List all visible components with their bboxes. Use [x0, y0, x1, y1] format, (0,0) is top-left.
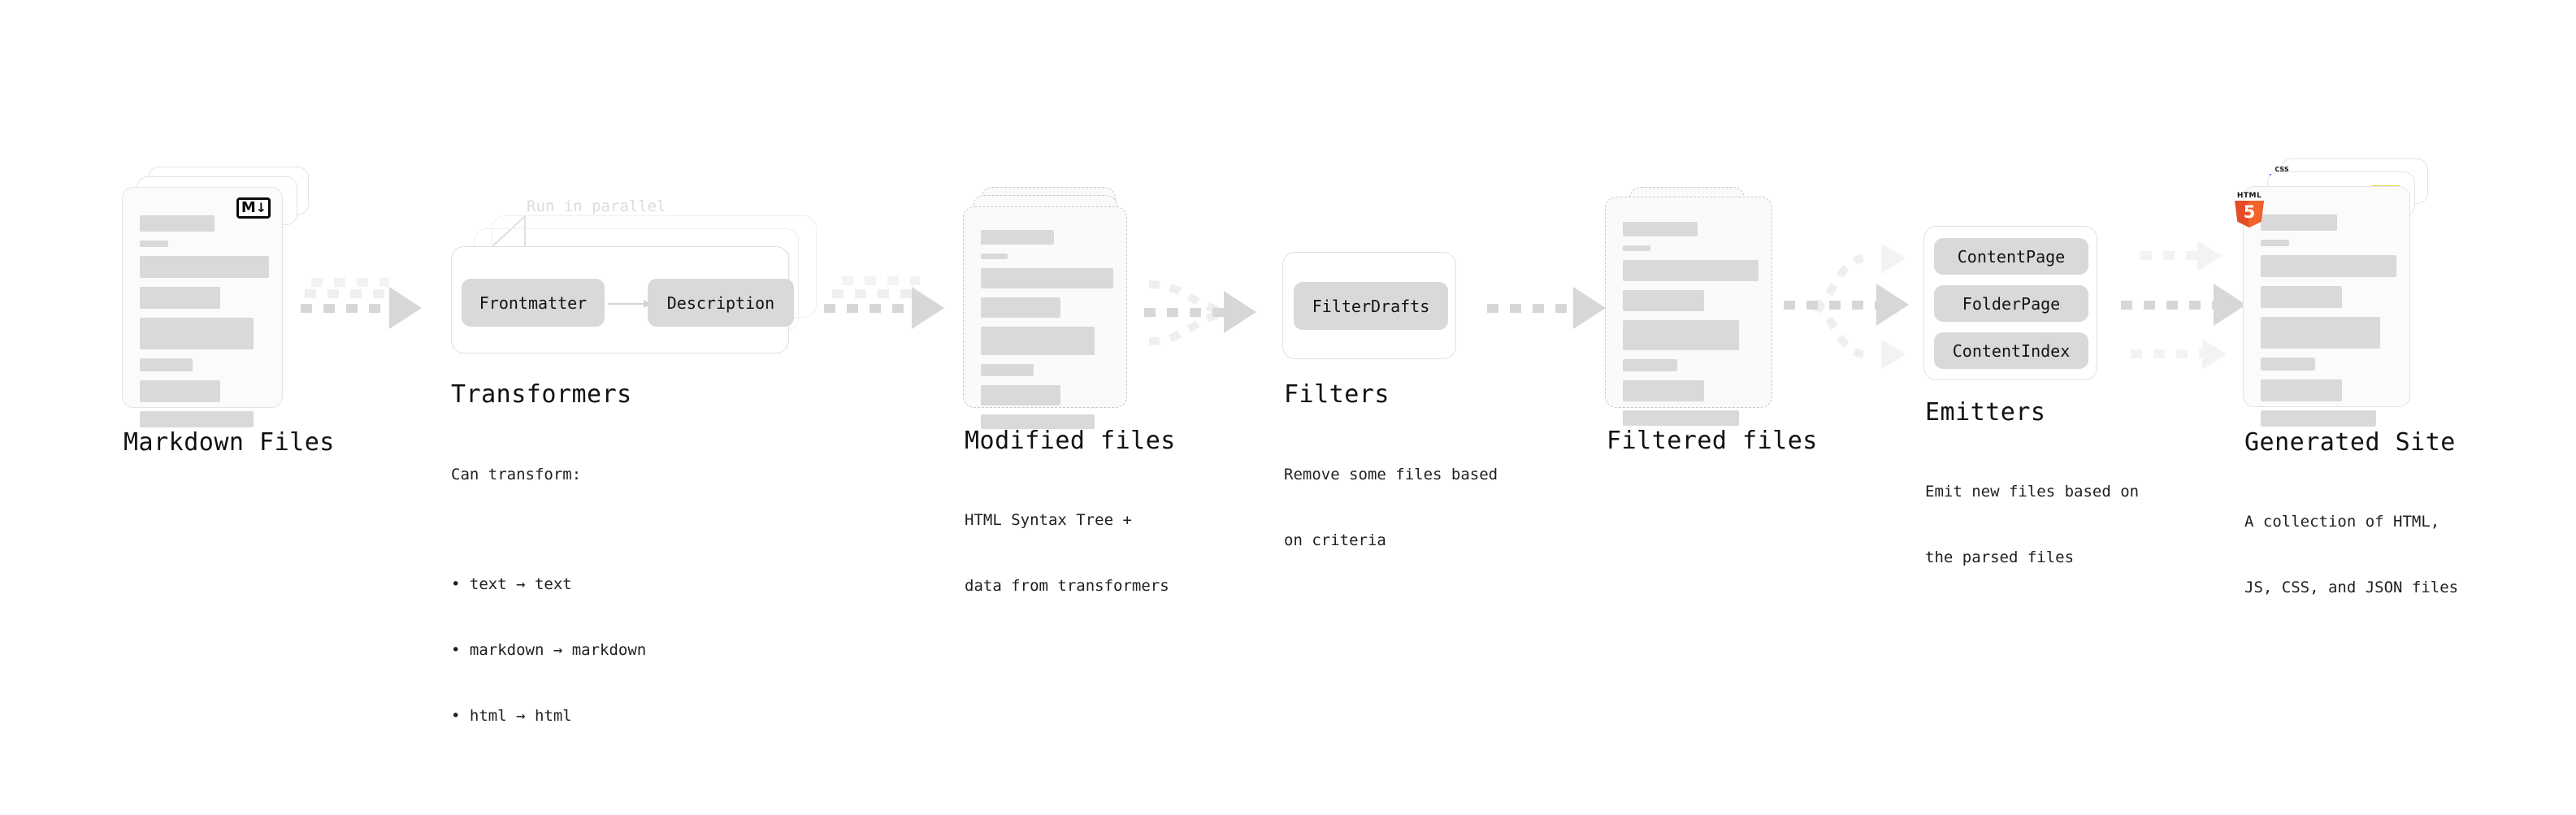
content-bar [981, 385, 1060, 405]
transformers-subtitle-heading: Can transform: [451, 466, 582, 483]
content-bar [139, 241, 168, 247]
transformers-title: Transformers [451, 380, 632, 409]
content-bar [1623, 260, 1759, 281]
transformer-pill-description[interactable]: Description [648, 279, 794, 327]
transformers-group-front: Frontmatter Description [451, 246, 794, 353]
arrow-transformers-to-modified [813, 275, 951, 352]
arrow-markdown-to-transformers [301, 276, 435, 349]
emitter-pill-folderpage[interactable]: FolderPage [1934, 285, 2088, 322]
content-bar [2261, 358, 2315, 371]
html5-icon-digit: 5 [2243, 202, 2256, 222]
site-card-content [2261, 215, 2396, 436]
emitters-subtitle-line: Emit new files based on [1925, 483, 2140, 501]
arrow-emitters-to-site [2113, 229, 2275, 384]
markdown-card-content [139, 215, 270, 436]
modified-files-subtitle: HTML Syntax Tree + data from transformer… [965, 466, 1169, 641]
content-bar [1623, 290, 1705, 311]
markdown-card-front: M↓ [122, 187, 283, 427]
filtered-card-front [1605, 197, 1772, 426]
html5-icon-shield-inner [2249, 201, 2263, 228]
modified-files-title: Modified files [965, 427, 1176, 455]
markdown-files-title: Markdown Files [124, 428, 335, 457]
content-bar [139, 411, 254, 427]
content-bar [139, 215, 215, 232]
filters-title: Filters [1284, 380, 1390, 409]
content-bar [139, 380, 220, 402]
transformers-bullet: markdown → markdown [451, 639, 646, 661]
content-bar [1623, 245, 1650, 251]
filters-subtitle: Remove some files based on criteria [1284, 420, 1498, 596]
content-bar [981, 254, 1008, 259]
modified-files-subtitle-line: data from transformers [965, 577, 1169, 595]
content-bar [981, 230, 1054, 245]
markdown-icon-arrow: ↓ [255, 200, 267, 215]
markdown-files-card-stack: M↓ [122, 167, 317, 427]
content-bar [981, 364, 1034, 376]
emitters-subtitle-line: the parsed files [1925, 548, 2075, 566]
content-bar [139, 318, 254, 349]
transformers-bullet: html → html [451, 705, 646, 727]
generated-site-subtitle: A collection of HTML, JS, CSS, and JSON … [2244, 467, 2458, 643]
emitter-pill-contentindex[interactable]: ContentIndex [1934, 332, 2088, 369]
run-in-parallel-label: Run in parallel [527, 197, 666, 215]
html5-icon: HTML 5 [2234, 192, 2265, 228]
content-bar [2261, 317, 2380, 349]
css-icon-label: CSS [2275, 166, 2289, 173]
transform-mini-arrow-main [608, 300, 651, 308]
generated-site-subtitle-line: A collection of HTML, [2244, 513, 2440, 531]
content-bar [2261, 255, 2396, 277]
content-bar [1623, 320, 1740, 350]
html5-icon-label: HTML [2236, 192, 2262, 200]
generated-site-card-stack: CSS HTML 5 [2235, 158, 2462, 427]
content-bar [139, 358, 193, 371]
content-bar [2261, 286, 2343, 308]
content-bar [981, 414, 1095, 429]
content-bar [2261, 379, 2343, 401]
content-bar [139, 287, 220, 309]
arrow-modified-to-filters [1138, 268, 1284, 358]
pipeline-diagram: M↓ Markdown Files Run in parallel Fro [0, 0, 2576, 681]
emitters-title: Emitters [1925, 398, 2046, 427]
filtered-files-card-stack [1605, 187, 1800, 431]
content-bar [1623, 410, 1740, 426]
filters-subtitle-line: on criteria [1284, 531, 1386, 549]
filters-group: FilterDrafts [1282, 252, 1456, 359]
content-bar [1623, 222, 1698, 236]
content-bar [981, 297, 1060, 318]
transformer-pill-frontmatter[interactable]: Frontmatter [462, 279, 605, 327]
transformers-subtitle: Can transform: text → text markdown → ma… [451, 420, 646, 815]
filters-subtitle-line: Remove some files based [1284, 466, 1498, 483]
content-bar [981, 327, 1095, 355]
content-bar [981, 268, 1113, 288]
modified-card-front [963, 206, 1127, 429]
content-bar [2261, 410, 2376, 427]
generated-site-subtitle-line: JS, CSS, and JSON files [2244, 579, 2459, 596]
transformers-group-stack: Frontmatter Description [443, 215, 825, 370]
markdown-icon-letter: M [241, 199, 256, 216]
modified-files-card-stack [963, 187, 1158, 431]
content-bar [2261, 215, 2337, 231]
emitters-subtitle: Emit new files based on the parsed files [1925, 437, 2139, 613]
transformers-bullet: text → text [451, 574, 646, 596]
modified-files-subtitle-line: HTML Syntax Tree + [965, 511, 1132, 529]
content-bar [1623, 359, 1677, 371]
modified-card-content [981, 230, 1113, 438]
filtered-files-title: Filtered files [1607, 427, 1818, 455]
emitter-pill-contentpage[interactable]: ContentPage [1934, 238, 2088, 275]
generated-site-title: Generated Site [2244, 428, 2456, 457]
content-bar [1623, 380, 1705, 401]
arrow-filters-to-filtered [1487, 286, 1625, 335]
transformers-bullet-list: text → text markdown → markdown html → h… [451, 530, 646, 771]
arrow-filtered-to-emitters [1776, 229, 1922, 384]
run-in-parallel-leader [479, 214, 526, 259]
filter-pill-filterdrafts[interactable]: FilterDrafts [1294, 282, 1448, 330]
markdown-icon: M↓ [236, 197, 271, 219]
emitters-group: ContentPage FolderPage ContentIndex [1923, 226, 2097, 380]
content-bar [139, 256, 270, 278]
site-card-front-html: HTML 5 [2235, 186, 2410, 427]
content-bar [2261, 240, 2290, 246]
filtered-card-content [1623, 222, 1759, 435]
